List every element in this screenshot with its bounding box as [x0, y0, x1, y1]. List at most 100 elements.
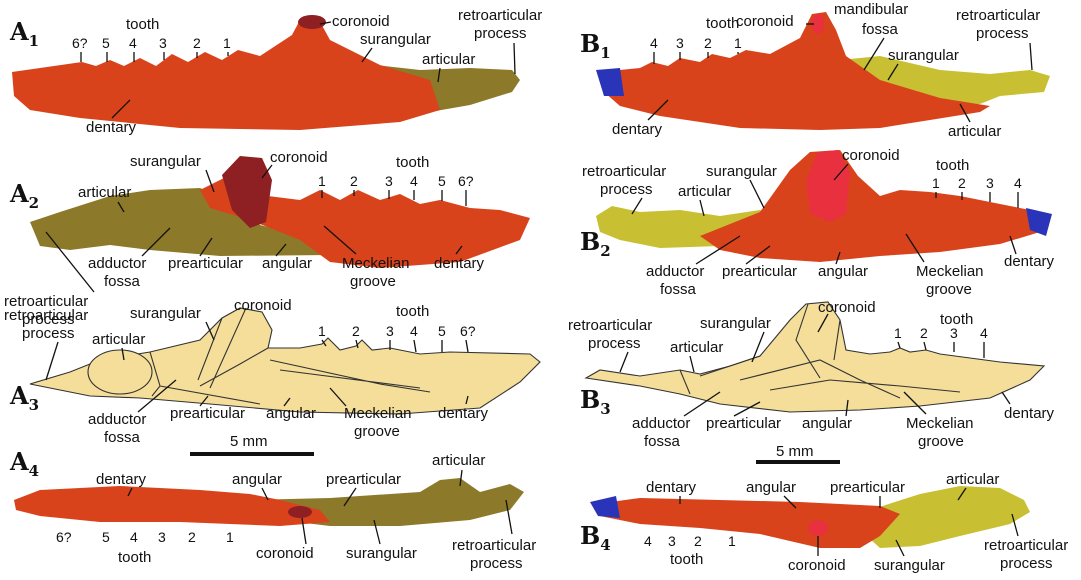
- panel-label-a1: A1: [9, 17, 39, 50]
- a3-tooth-num: 5: [438, 323, 446, 339]
- a2-label-fossa: fossa: [104, 273, 141, 290]
- a1-label-retroarticular: retroarticular: [458, 7, 542, 24]
- panel-label-a4: A4: [9, 447, 39, 480]
- b1-tooth-num: 3: [676, 35, 684, 51]
- a1-tooth-num: 3: [159, 35, 167, 51]
- a4-dentary-bone: [14, 486, 330, 526]
- a3-tooth-num: 4: [410, 323, 418, 339]
- a2-label-prearticular: prearticular: [168, 255, 243, 272]
- b4-label-tooth: tooth: [670, 551, 703, 568]
- b4-label-coronoid: coronoid: [788, 557, 846, 574]
- a3-label-meckelian: Meckelian: [344, 405, 412, 422]
- b4-tooth-num: 1: [728, 533, 736, 549]
- a3-label-adductor: adductor: [88, 411, 146, 428]
- b3-label-process: process: [588, 335, 641, 352]
- a4-tooth-num: 6?: [56, 529, 72, 545]
- b1-label-mandibular: mandibular: [834, 1, 908, 18]
- b2-tooth-num: 2: [958, 175, 966, 191]
- a4-label-angular: angular: [232, 471, 282, 488]
- b1-label-surangular: surangular: [888, 47, 959, 64]
- b2-label-coronoid: coronoid: [842, 147, 900, 164]
- a3-tooth-num: 2: [352, 323, 360, 339]
- panel-label-a3: A3: [9, 381, 39, 414]
- a2-label-meckelian: Meckelian: [342, 255, 410, 272]
- a3-label-surangular: surangular: [130, 305, 201, 322]
- b2-label-process: process: [600, 181, 653, 198]
- b1-label-tooth: tooth: [706, 15, 739, 32]
- a4-label-articular: articular: [432, 452, 485, 469]
- b3-label-fossa: fossa: [644, 433, 681, 450]
- b3-tooth-num: 3: [950, 325, 958, 341]
- b4-blue-tip: [590, 496, 620, 518]
- b3-tooth-num: 2: [920, 325, 928, 341]
- b4-label-dentary: dentary: [646, 479, 697, 496]
- a3-label-tooth: tooth: [396, 303, 429, 320]
- a1-label-surangular: surangular: [360, 31, 431, 48]
- a2-label-tooth: tooth: [396, 154, 429, 171]
- a1-tooth-num: 1: [223, 35, 231, 51]
- a1-coronoid-bone: [298, 15, 326, 29]
- b3-mandible-outline: [586, 302, 1044, 412]
- b2-tooth-num: 3: [986, 175, 994, 191]
- b2-label-dentary: dentary: [1004, 253, 1055, 270]
- panel-label-b3: B3: [580, 385, 611, 418]
- a2-tooth-num: 3: [385, 173, 393, 189]
- panel-a1: A1 coronoid surangular articular retroar…: [9, 7, 542, 136]
- a2-tooth-num: 4: [410, 173, 418, 189]
- a3-label-fossa: fossa: [104, 429, 141, 446]
- panel-label-b4: B4: [580, 521, 611, 554]
- b2-label-meckelian: Meckelian: [916, 263, 984, 280]
- a4-tooth-num: 3: [158, 529, 166, 545]
- a3-label-groove: groove: [354, 423, 400, 440]
- panel-b3: B3 coronoid surangular articular retroar…: [568, 299, 1055, 464]
- a3-label-coronoid: coronoid: [234, 297, 292, 314]
- a4-label-tooth: tooth: [118, 549, 151, 566]
- a3-label-articular: articular: [92, 331, 145, 348]
- b3-label-groove: groove: [918, 433, 964, 450]
- a1-label-articular: articular: [422, 51, 475, 68]
- b2-label-fossa: fossa: [660, 281, 697, 298]
- b2-label-articular: articular: [678, 183, 731, 200]
- a2-tooth-num: 1: [318, 173, 326, 189]
- panel-label-a2: A2: [9, 179, 39, 212]
- b2-label-groove: groove: [926, 281, 972, 298]
- a4-coronoid-bone: [288, 506, 312, 518]
- a2-label-coronoid: coronoid: [270, 149, 328, 166]
- b4-tooth-num: 2: [694, 533, 702, 549]
- b3-label-articular: articular: [670, 339, 723, 356]
- a1-tooth-num: 6?: [72, 35, 88, 51]
- a4-label-surangular: surangular: [346, 545, 417, 562]
- a3-label-dentary: dentary: [438, 405, 489, 422]
- a1-label-dentary: dentary: [86, 119, 137, 136]
- a4-label-dentary: dentary: [96, 471, 147, 488]
- b3-label-adductor: adductor: [632, 415, 690, 432]
- b4-label-angular: angular: [746, 479, 796, 496]
- b1-label-retroarticular: retroarticular: [956, 7, 1040, 24]
- a4-label-coronoid: coronoid: [256, 545, 314, 562]
- a2-label-angular: angular: [262, 255, 312, 272]
- b1-blue-tip: [596, 68, 624, 96]
- b4-label-articular: articular: [946, 471, 999, 488]
- a4-label-process: process: [470, 555, 523, 572]
- a2-label-adductor: adductor: [88, 255, 146, 272]
- b3-label-meckelian: Meckelian: [906, 415, 974, 432]
- b3-scale-label: 5 mm: [776, 443, 814, 460]
- a2-label-groove: groove: [350, 273, 396, 290]
- a3-scale-bar: [190, 452, 314, 456]
- panel-b1: B1 coronoid mandibular fossa surangular …: [580, 1, 1050, 140]
- b2-label-tooth: tooth: [936, 157, 969, 174]
- b4-label-retroarticular: retroarticular: [984, 537, 1068, 554]
- a3-tooth-num: 1: [318, 323, 326, 339]
- a4-tooth-num: 2: [188, 529, 196, 545]
- a1-label-process: process: [474, 25, 527, 42]
- a4-tooth-num: 1: [226, 529, 234, 545]
- b3-label-surangular: surangular: [700, 315, 771, 332]
- a3-tooth-num: 3: [386, 323, 394, 339]
- b3-tooth-num: 4: [980, 325, 988, 341]
- b4-label-surangular: surangular: [874, 557, 945, 574]
- panel-a4: A4 dentary angular prearticular articula…: [9, 447, 536, 572]
- b2-label-adductor: adductor: [646, 263, 704, 280]
- b4-dentary-bone: [596, 498, 900, 548]
- b4-tooth-num: 3: [668, 533, 676, 549]
